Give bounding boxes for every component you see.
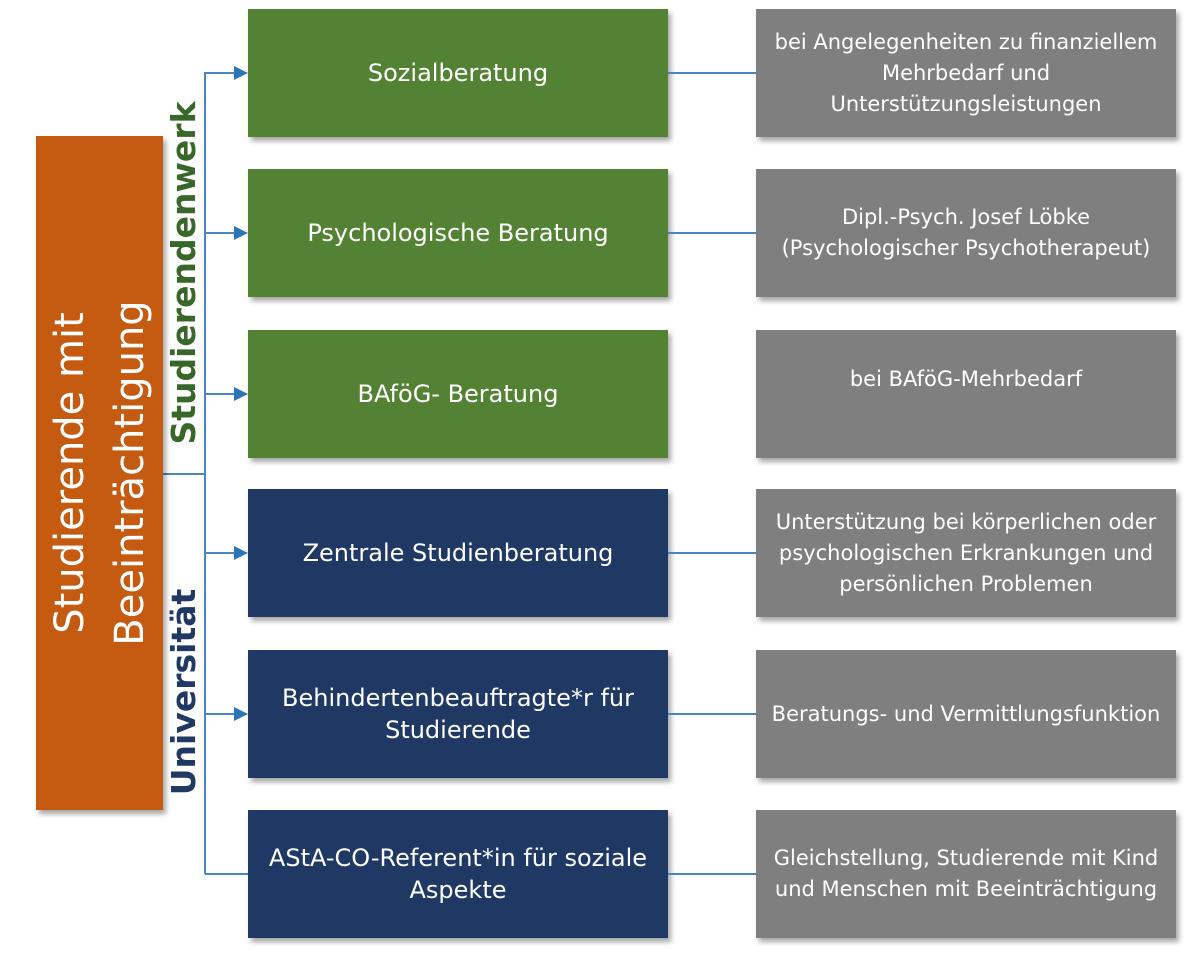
branch-connector [205, 713, 235, 715]
group-label-universitaet: Universität [164, 588, 203, 796]
service-box-sozialberatung[interactable]: Sozialberatung [248, 9, 668, 137]
service-description: Dipl.-Psych. Josef Löbke (Psychologische… [781, 205, 1151, 260]
arrow-icon [234, 387, 248, 401]
service-title: Psychologische Beratung [307, 219, 609, 247]
branch-connector [205, 552, 235, 554]
group-label-studierendenwerk: Studierendenwerk [164, 101, 203, 445]
service-description: bei Angelegenheiten zu finanziellem Mehr… [774, 29, 1158, 116]
service-box-psychologische-beratung[interactable]: Psychologische Beratung [248, 169, 668, 297]
description-box: bei BAföG-Mehrbedarf [756, 330, 1176, 458]
arrow-icon [234, 707, 248, 721]
service-description: Beratungs- und Vermittlungsfunktion [771, 701, 1161, 726]
detail-connector [668, 713, 756, 715]
service-box-asta-referent[interactable]: AStA-CO-Referent*in für soziale Aspekte [248, 810, 668, 938]
service-title: Zentrale Studienberatung [302, 539, 614, 567]
service-title: AStA-CO-Referent*in für soziale Aspekte [268, 844, 648, 904]
branch-connector [205, 873, 248, 875]
arrow-icon [234, 66, 248, 80]
trunk-connector [204, 72, 206, 874]
root-node: Studierende mit Beeinträchtigung [36, 136, 163, 810]
detail-connector [668, 873, 756, 875]
description-box: bei Angelegenheiten zu finanziellem Mehr… [756, 9, 1176, 137]
service-box-zentrale-studienberatung[interactable]: Zentrale Studienberatung [248, 489, 668, 617]
detail-connector [668, 552, 756, 554]
branch-connector [205, 232, 235, 234]
description-box: Dipl.-Psych. Josef Löbke (Psychologische… [756, 169, 1176, 297]
root-label-line-1: Studierende mit [46, 312, 93, 634]
service-box-behindertenbeauftragte[interactable]: Behindertenbeauftragte*r für Studierende [248, 650, 668, 778]
service-description: Gleichstellung, Studierende mit Kind und… [773, 846, 1159, 901]
service-title: Sozialberatung [367, 59, 549, 87]
branch-connector [205, 72, 235, 74]
description-box: Beratungs- und Vermittlungsfunktion [756, 650, 1176, 778]
root-label: Studierende mit Beeinträchtigung [40, 300, 160, 645]
description-box: Unterstützung bei körperlichen oder psyc… [756, 489, 1176, 617]
service-description: Unterstützung bei körperlichen oder psyc… [775, 509, 1157, 596]
service-title: BAföG- Beratung [357, 380, 559, 408]
root-label-line-2: Beeinträchtigung [106, 300, 153, 646]
service-box-bafoeg-beratung[interactable]: BAföG- Beratung [248, 330, 668, 458]
arrow-icon [234, 226, 248, 240]
root-connector [163, 473, 205, 475]
detail-connector [668, 232, 756, 234]
service-description: bei BAföG-Mehrbedarf [849, 367, 1083, 391]
arrow-icon [234, 546, 248, 560]
service-title: Behindertenbeauftragte*r für Studierende [282, 684, 634, 744]
description-box: Gleichstellung, Studierende mit Kind und… [756, 810, 1176, 938]
branch-connector [205, 393, 235, 395]
detail-connector [668, 72, 756, 74]
